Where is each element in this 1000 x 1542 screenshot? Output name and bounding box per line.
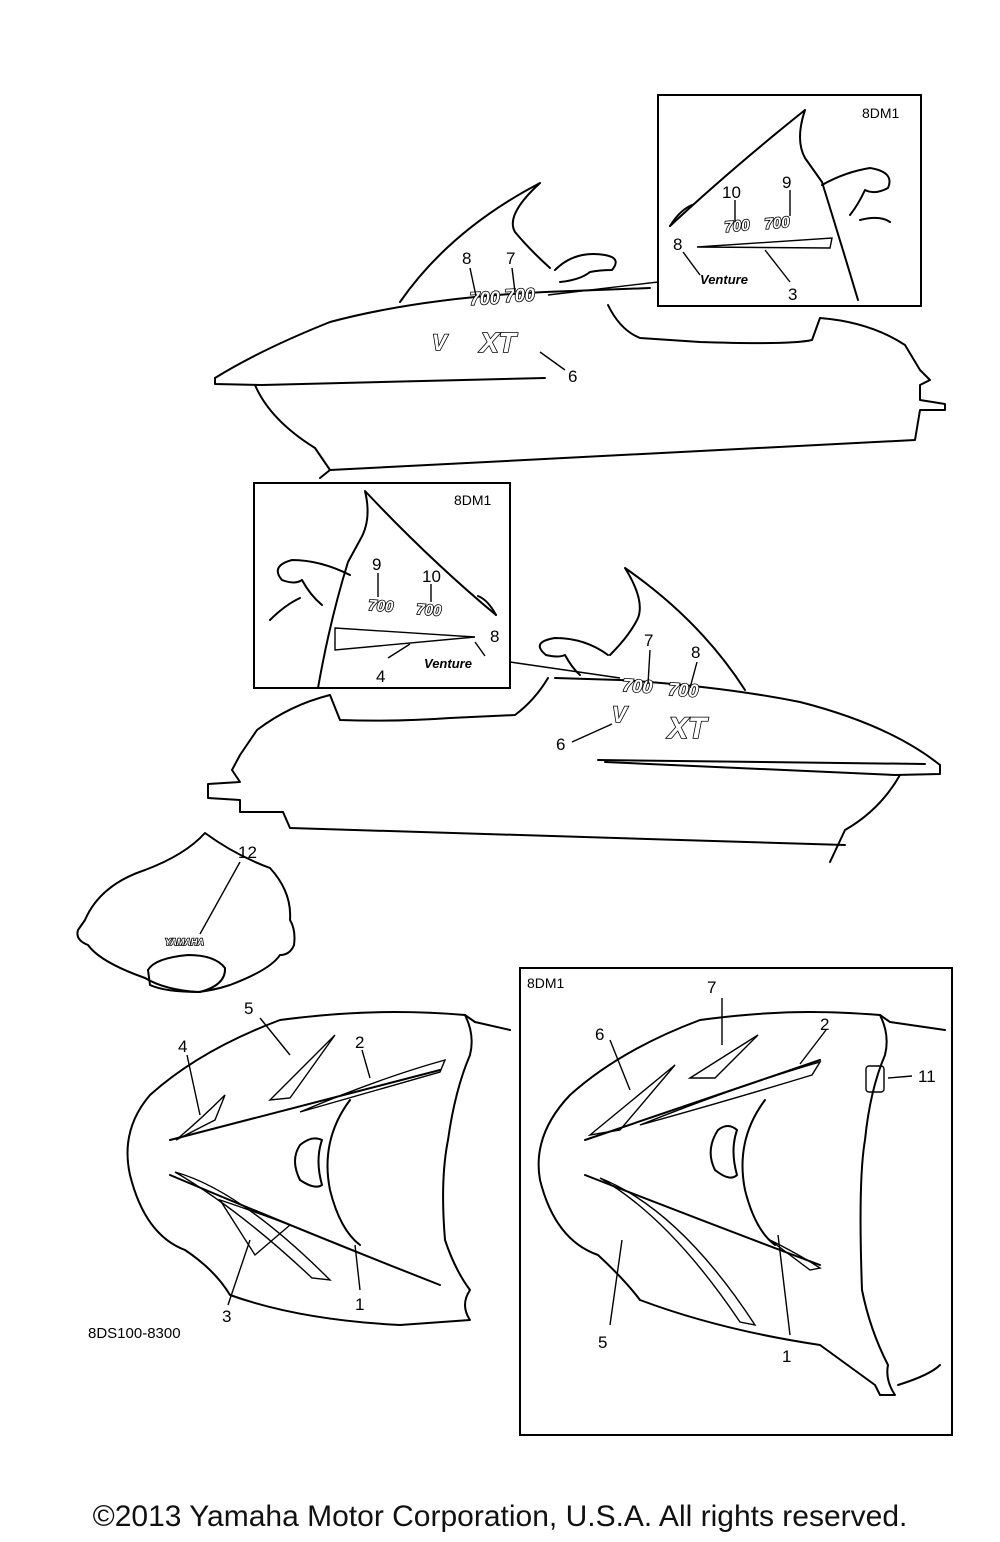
middle-inset-decal-700: 700 — [368, 597, 395, 616]
callout-bottom-inset-11: 11 — [918, 1067, 936, 1086]
callout-front-1: 1 — [355, 1295, 364, 1314]
callout-front-2: 2 — [355, 1033, 364, 1052]
callout-bottom-inset-6: 6 — [595, 1025, 604, 1044]
callout-middle-inset-9: 9 — [372, 555, 381, 574]
windshield-front-view: YAMAHA 12 — [76, 832, 296, 993]
top-inset-brand-script: Venture — [700, 272, 748, 287]
top-side-decal-700b: 700 — [504, 284, 535, 306]
top-side-view: 700 700 V XT 8 7 6 — [214, 182, 946, 479]
part-code: 8DS100-8300 — [88, 1325, 181, 1342]
bottom-inset-label: 8DM1 — [527, 975, 565, 991]
callout-bottom-inset-1: 1 — [782, 1347, 791, 1366]
callout-middle-inset-8: 8 — [490, 627, 499, 646]
callout-middle-side-8: 8 — [691, 643, 700, 662]
callout-middle-inset-4: 4 — [376, 667, 385, 686]
top-side-logo-v: V — [432, 330, 449, 355]
middle-inset: 8DM1 700 700 Venture 9 10 8 4 — [253, 482, 621, 689]
callout-top-inset-9: 9 — [782, 173, 791, 192]
callout-top-side-7: 7 — [506, 249, 515, 268]
front-hood-view: 5 2 4 3 1 8DS100-8300 — [88, 999, 511, 1342]
middle-side-decal-700: 700 — [622, 675, 653, 697]
top-inset-decal-700b: 700 — [764, 214, 791, 233]
middle-side-decal-700b: 700 — [668, 679, 699, 701]
callout-middle-inset-10: 10 — [422, 567, 441, 586]
mirror-badge-decal: YAMAHA — [165, 937, 204, 947]
callout-bottom-inset-5: 5 — [598, 1333, 607, 1352]
callout-front-4: 4 — [178, 1037, 187, 1056]
middle-side-view: 700 700 V XT 7 8 6 — [207, 567, 941, 863]
callout-mirror-12: 12 — [238, 843, 257, 862]
copyright-notice: ©2013 Yamaha Motor Corporation, U.S.A. A… — [92, 1500, 908, 1533]
callout-top-side-6: 6 — [568, 367, 577, 386]
callout-front-5: 5 — [244, 999, 253, 1018]
middle-inset-brand-script: Venture — [424, 656, 472, 671]
middle-side-logo-v: V — [612, 702, 629, 727]
callout-top-inset-8: 8 — [673, 235, 682, 254]
callout-front-3: 3 — [222, 1307, 231, 1326]
bottom-inset: 8DM1 7 6 2 11 5 1 — [519, 967, 953, 1436]
callout-middle-side-6: 6 — [556, 735, 565, 754]
top-side-logo-xt: XT — [478, 327, 519, 358]
top-side-decal-700: 700 — [469, 287, 500, 309]
top-inset-label: 8DM1 — [862, 105, 900, 121]
callout-middle-side-7: 7 — [644, 631, 653, 650]
parts-diagram: 700 700 V XT 8 7 6 8DM1 700 700 Venture … — [76, 94, 953, 1436]
callout-bottom-inset-2: 2 — [820, 1015, 829, 1034]
top-inset: 8DM1 700 700 Venture 10 9 8 3 — [657, 94, 922, 307]
middle-inset-label: 8DM1 — [454, 492, 492, 508]
middle-inset-decal-700b: 700 — [416, 601, 443, 620]
callout-top-inset-10: 10 — [722, 183, 741, 202]
middle-side-logo-xt: XT — [666, 712, 709, 745]
callout-bottom-inset-7: 7 — [707, 978, 716, 997]
callout-top-inset-3: 3 — [788, 285, 797, 304]
top-inset-decal-700: 700 — [724, 217, 751, 236]
callout-top-side-8: 8 — [462, 249, 471, 268]
